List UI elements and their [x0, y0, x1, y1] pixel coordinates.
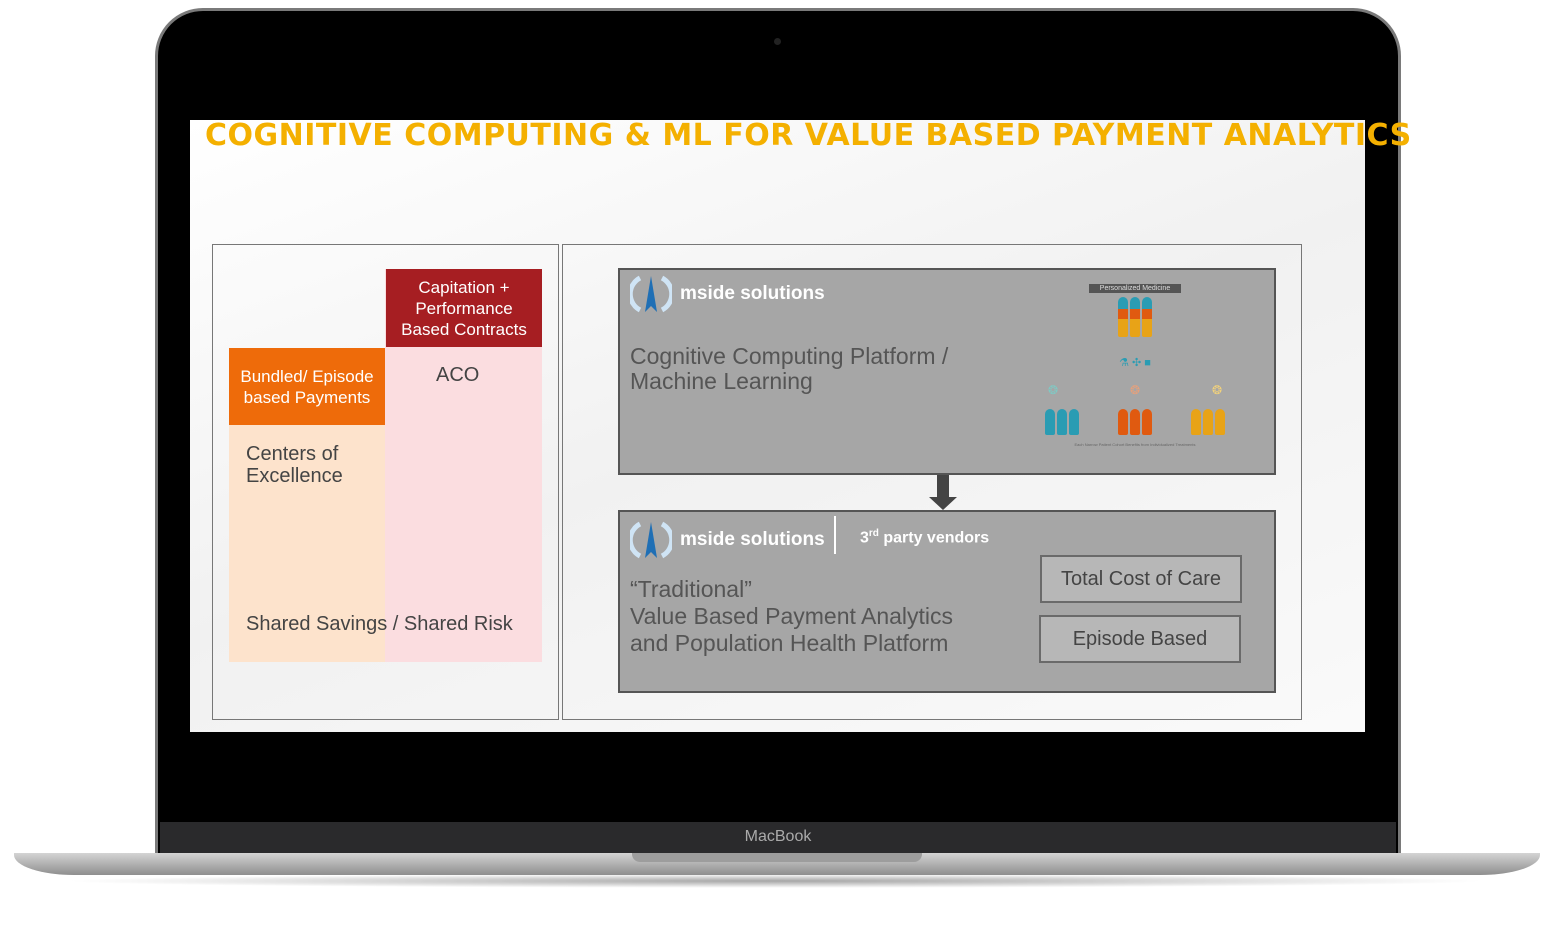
coe-label: Centers of Excellence [246, 443, 343, 487]
figure-caption: Each Narrow Patient Cohort Benefits from… [1074, 442, 1196, 447]
logo-text: mside solutions [680, 529, 825, 550]
bundled-header: Bundled/ Episode based Payments [229, 348, 385, 425]
traditional-platform-box: mside solutions 3rd party vendors “Tradi… [618, 510, 1276, 693]
episode-based-button[interactable]: Episode Based [1039, 615, 1241, 663]
capitation-header: Capitation + Performance Based Contracts [386, 269, 542, 347]
lab-icons: ⚗ ✣ ■ [1119, 357, 1151, 369]
aco-label: ACO [436, 364, 480, 386]
mside-logo: mside solutions [630, 520, 825, 560]
vendors-label: 3rd party vendors [860, 528, 990, 547]
platforms-panel [562, 244, 1302, 720]
mside-logo-icon [630, 275, 672, 313]
laptop-notch [632, 853, 922, 862]
figure-title: Personalized Medicine [1089, 284, 1181, 293]
personalized-medicine-figure: Personalized Medicine ⚗ ✣ ■ ❂❂❂ Each Nar… [1040, 284, 1230, 459]
population-icons [1040, 297, 1230, 342]
mside-logo: mside solutions [630, 274, 825, 314]
camera-icon [774, 38, 781, 45]
payment-models-panel [212, 244, 559, 720]
laptop-brand: MacBook [744, 828, 812, 845]
down-arrow-icon [929, 475, 957, 510]
cognitive-text: Cognitive Computing Platform / Machine L… [630, 343, 949, 394]
slide-title: COGNITIVE COMPUTING & ML FOR VALUE BASED… [205, 118, 1412, 153]
total-cost-of-care-button[interactable]: Total Cost of Care [1040, 555, 1242, 603]
laptop-base [14, 853, 1540, 875]
traditional-text: “Traditional”Value Based Payment Analyti… [630, 576, 954, 656]
laptop-shadow [60, 874, 1490, 888]
treatment-icons: ❂❂❂ [1048, 383, 1222, 397]
cohort-icons [1040, 409, 1230, 440]
shared-label: Shared Savings / Shared Risk [246, 613, 513, 635]
mside-logo-icon [630, 521, 672, 559]
laptop-chin [160, 822, 1396, 854]
cognitive-platform-box: mside solutions Cognitive Computing Plat… [618, 268, 1276, 475]
logo-text: mside solutions [680, 283, 825, 304]
divider [834, 516, 836, 554]
